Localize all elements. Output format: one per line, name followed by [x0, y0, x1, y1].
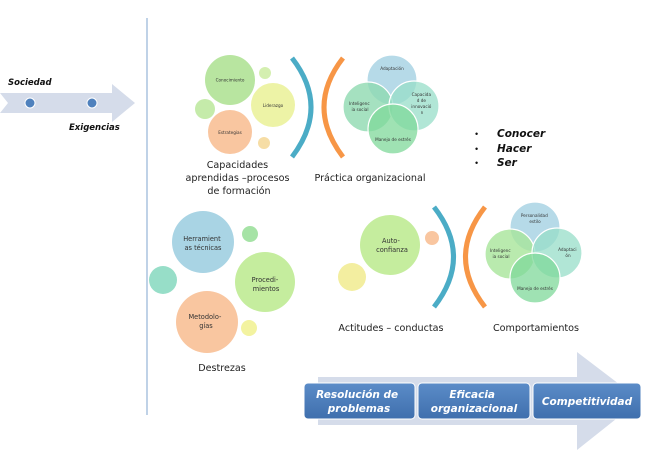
conocimiento-bubble: [205, 55, 255, 105]
destrezas-caption: Destrezas: [198, 363, 246, 374]
procedimientos-label: Procedi- mientos: [252, 276, 281, 293]
liderazgo-label: Liderazgo: [263, 103, 284, 108]
small-bubble: [149, 266, 177, 294]
venn1-left-label: Inteligenc ia social: [349, 101, 371, 112]
herramientas-bubble: [172, 211, 234, 273]
society-arrow-shape: [0, 84, 135, 122]
autoconfianza-label: Auto- confianza: [376, 237, 408, 254]
estrategias-label: Estrategias: [218, 130, 242, 135]
orange-arc: [321, 56, 345, 159]
society-arrow: Sociedad Exigencias: [0, 78, 135, 133]
metodologias-bubble: [176, 291, 238, 353]
small-bubble: [241, 320, 257, 336]
venn2-left-label: Inteligenc ia social: [490, 248, 512, 259]
small-bubble: [259, 67, 271, 79]
actitudes-caption: Actitudes – conductas: [338, 323, 443, 334]
bullet: •: [475, 144, 478, 154]
small-bubble: [242, 226, 258, 242]
venn2-right-label: Adaptaci ón: [558, 247, 578, 258]
sociedad-label: Sociedad: [8, 78, 52, 88]
orange-arc: [463, 205, 487, 309]
capacidades-group: Conocimiento Liderazgo Estrategias Capac…: [185, 55, 295, 197]
step-box-resolucion: [303, 382, 416, 420]
venn-manejo-estres: [367, 103, 419, 155]
estrategias-bubble: [208, 110, 252, 154]
venn2-bottom-label: Manejo de estrés: [517, 286, 553, 291]
venn1-right-label: Capacida d de innovació n: [411, 92, 432, 115]
metodologias-label: Metodolo- gías: [188, 313, 223, 330]
saberes-list: • Conocer • Hacer • Ser: [475, 128, 546, 169]
conocimiento-label: Conocimiento: [216, 78, 245, 83]
saber-item: Ser: [497, 157, 518, 169]
step-label-eficacia: Eficacia organizacional: [431, 389, 518, 415]
blue-arc: [432, 205, 456, 309]
liderazgo-bubble: [251, 83, 295, 127]
autoconfianza-bubble: [360, 215, 420, 275]
capacidades-caption: Capacidades aprendidas –procesos de form…: [185, 160, 292, 197]
small-bubble: [195, 99, 215, 119]
saber-item: Hacer: [497, 143, 532, 155]
venn1-bottom-label: Manejo de estrés: [375, 137, 411, 142]
small-bubble: [338, 263, 366, 291]
destrezas-group: Herramient as técnicas Procedi- mientos …: [149, 211, 295, 374]
process-arrow: Resolución de problemas Eficacia organiz…: [303, 352, 642, 450]
practica-caption: Práctica organizacional: [314, 172, 425, 184]
comportamientos-venn: [484, 201, 583, 304]
venn-manejo-estres: [509, 252, 561, 304]
step-box-competitividad: [532, 382, 642, 420]
comportamientos-caption: Comportamientos: [493, 323, 579, 334]
small-bubble: [425, 231, 439, 245]
exigencias-dot: [86, 97, 98, 109]
herramientas-label: Herramient as técnicas: [183, 235, 223, 252]
sociedad-dot: [24, 97, 36, 109]
venn2-top-label: Personalidad estilo: [521, 213, 549, 224]
venn1-top-label: Adaptación: [380, 66, 404, 71]
procedimientos-bubble: [235, 252, 295, 312]
small-bubble: [258, 137, 270, 149]
exigencias-label: Exigencias: [69, 123, 120, 133]
practica-venn: [342, 54, 440, 155]
step-box-eficacia: [417, 382, 531, 420]
actitudes-group: Auto- confianza Actitudes – conductas: [338, 215, 444, 334]
step-label-competitividad: Competitividad: [542, 396, 633, 408]
saber-item: Conocer: [497, 128, 546, 140]
bullet: •: [475, 158, 478, 168]
step-label-resolucion: Resolución de problemas: [316, 389, 402, 415]
bullet: •: [475, 129, 478, 139]
blue-arc: [290, 56, 314, 159]
